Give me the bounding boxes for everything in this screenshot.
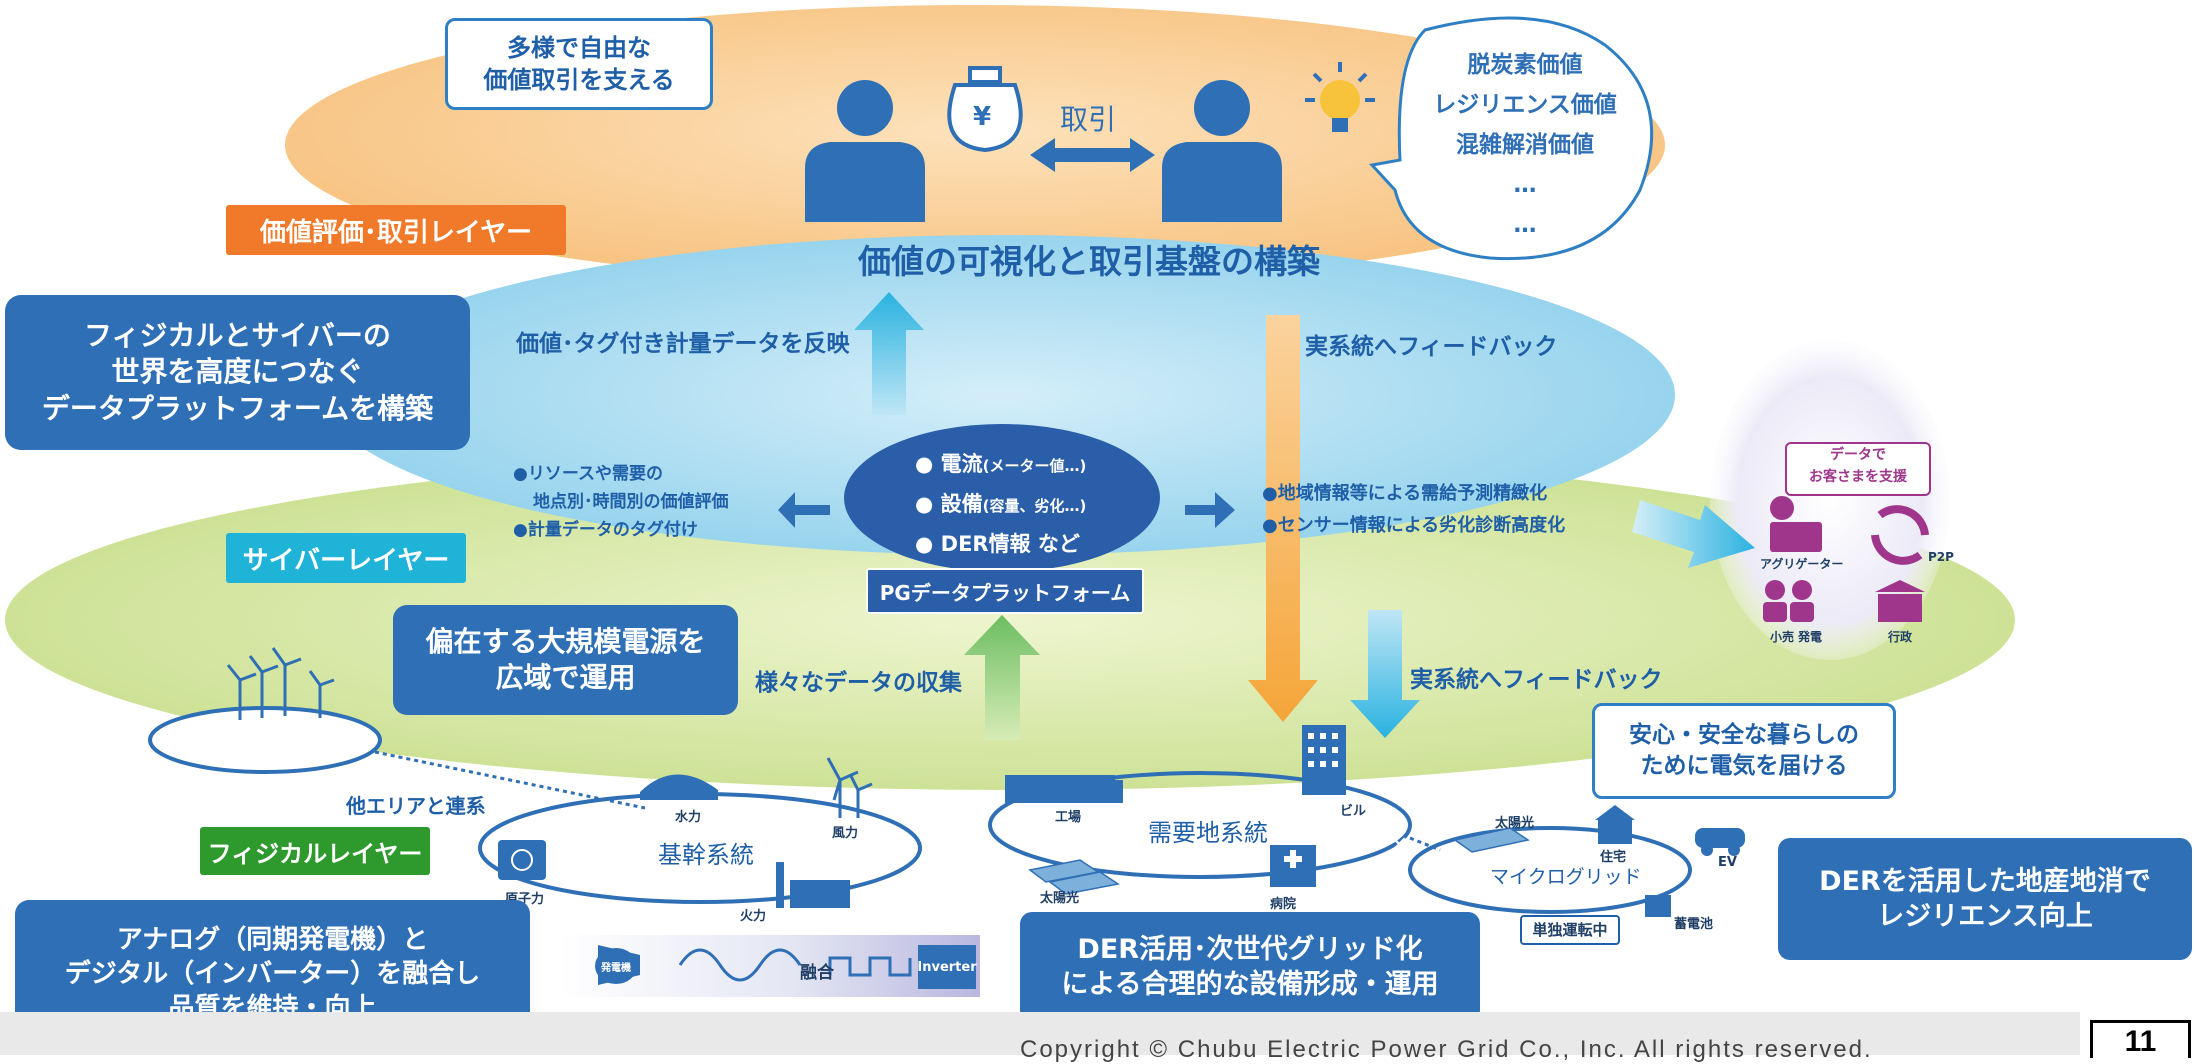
customer-arrow: [1632, 500, 1755, 568]
retail-label: 小売: [1770, 630, 1795, 644]
values-list: 脱炭素価値 レジリエンス価値 混雑解消価値 … …: [1433, 52, 1617, 238]
demand-ring: [988, 771, 1412, 879]
values-bubble: [1369, 16, 1654, 261]
thermal-icon: [790, 880, 850, 908]
value-support-box: 多様で自由な 価値取引を支える: [445, 18, 713, 110]
footer-bar: [0, 1012, 2080, 1055]
factory-icon: [1005, 775, 1115, 803]
interconnect-line: [374, 750, 646, 810]
gov-label: 行政: [1888, 630, 1913, 644]
page-number: 11: [2090, 1020, 2191, 1058]
feedback-top-label: 実系統へフィードバック: [1305, 334, 1558, 360]
generation-label: 発電: [1798, 630, 1823, 644]
feedback-arrow-cyan: [1350, 610, 1420, 738]
large-source-callout: 偏在する大規模電源を 広域で運用: [393, 605, 738, 715]
government-icon: [1875, 580, 1925, 622]
wind-turbine-icon: [826, 757, 873, 818]
trade-arrow: [1030, 138, 1155, 172]
yen-symbol: ¥: [973, 102, 992, 132]
wind-farm-icon: [226, 647, 335, 720]
cyber-left-arrow: [778, 492, 830, 528]
solar2-label: 太陽光: [1495, 816, 1535, 831]
other-area-label: 他エリアと連系: [346, 794, 486, 818]
aggregator-label: アグリゲーター: [1760, 557, 1844, 571]
battery-label: 蓄電池: [1674, 917, 1714, 932]
trade-label: 取引: [1060, 103, 1117, 136]
p2p-label: P2P: [1928, 550, 1954, 564]
data-center-items: ● 電流(メーター値…) ● 設備(容量、劣化…) ● DER情報 など: [915, 445, 1086, 565]
house-label: 住宅: [1600, 850, 1627, 865]
customer-title-box: データで お客さまを支援: [1785, 442, 1931, 496]
house-icon: [1595, 805, 1635, 820]
solar-panels-icon: [1028, 827, 1530, 895]
reflect-label: 価値･タグ付き計量データを反映: [516, 331, 850, 357]
cyber-callout: フィジカルとサイバーの 世界を高度につなぐ データプラットフォームを構築: [5, 295, 470, 450]
der-local-callout: DERを活用した地産地消で レジリエンス向上: [1778, 838, 2192, 960]
aggregator-icon: [1770, 496, 1822, 552]
nuclear-icon: [498, 840, 546, 880]
battery-icon: [1645, 895, 1671, 917]
wind-ring: [148, 706, 382, 774]
money-bag-icon: [947, 66, 1023, 153]
thermal-label: 火力: [740, 909, 767, 924]
hospital-label: 病院: [1270, 897, 1297, 912]
retail-generation-icon: [1763, 580, 1814, 622]
cyber-left-items: ●リソースや需要の 地点別･時間別の価値評価 ●計量データのタグ付け: [513, 464, 729, 540]
generator-badge: 発電機: [595, 948, 637, 984]
der-next-callout: DER活用･次世代グリッド化 による合理的な設備形成・運用: [1020, 912, 1480, 1022]
p2p-icon: [1871, 505, 1929, 565]
physical-layer-tag: フィジカルレイヤー: [200, 827, 430, 875]
feedback-bottom-label: 実系統へフィードバック: [1410, 667, 1663, 693]
cyber-layer-tag: サイバーレイヤー: [226, 533, 466, 583]
building-label: ビル: [1340, 804, 1367, 819]
standalone-badge: 単独運転中: [1520, 915, 1620, 945]
factory-label: 工場: [1055, 810, 1082, 825]
center-item: ● 設備(容量、劣化…): [915, 492, 1087, 516]
person-right-icon: [1162, 80, 1282, 222]
cyber-layer-ellipse: [325, 235, 1675, 555]
person-left-icon: [805, 80, 925, 222]
demand-label: 需要地系統: [1148, 819, 1268, 847]
center-item: ● DER情報 など: [915, 532, 1080, 556]
platform-label: PGデータプラットフォーム: [866, 568, 1144, 614]
hydro-label: 水力: [675, 810, 702, 825]
microgrid-label: マイクログリッド: [1490, 866, 1642, 888]
hydro-icon: [640, 774, 718, 800]
value-layer-tag: 価値評価･取引レイヤー: [226, 205, 566, 255]
microgrid-ring: [1408, 826, 1692, 914]
data-center-ellipse: [844, 424, 1160, 572]
cyber-right-arrow: [1185, 492, 1235, 528]
lightbulb-icon: [1305, 62, 1375, 132]
collect-label: 様々なデータの収集: [755, 670, 962, 696]
collect-arrow-up: [964, 615, 1040, 740]
inverter-badge: Inverter: [917, 945, 977, 989]
safety-box: 安心・安全な暮らしの ために電気を届ける: [1592, 703, 1896, 799]
value-layer-title: 価値の可視化と取引基盤の構築: [858, 242, 1320, 281]
customer-glow: [1710, 340, 1950, 660]
solar1-label: 太陽光: [1040, 891, 1080, 906]
reflect-arrow-up: [854, 292, 924, 415]
center-item: ● 電流(メーター値…): [915, 452, 1087, 476]
ev-icon: [1695, 828, 1745, 848]
copyright: Copyright © Chubu Electric Power Grid Co…: [1020, 1036, 1873, 1063]
fusion-label: 融合: [800, 963, 834, 983]
trunk-label: 基幹系統: [658, 841, 754, 869]
cyber-right-items: ●地域情報等による需給予測精緻化 ●センサー情報による劣化診断高度化: [1262, 483, 1566, 536]
svg-text:✕: ✕: [1390, 833, 1408, 858]
feedback-arrow-orange: [1248, 315, 1318, 722]
ev-label: EV: [1718, 855, 1737, 870]
wind-label: 風力: [832, 826, 859, 841]
